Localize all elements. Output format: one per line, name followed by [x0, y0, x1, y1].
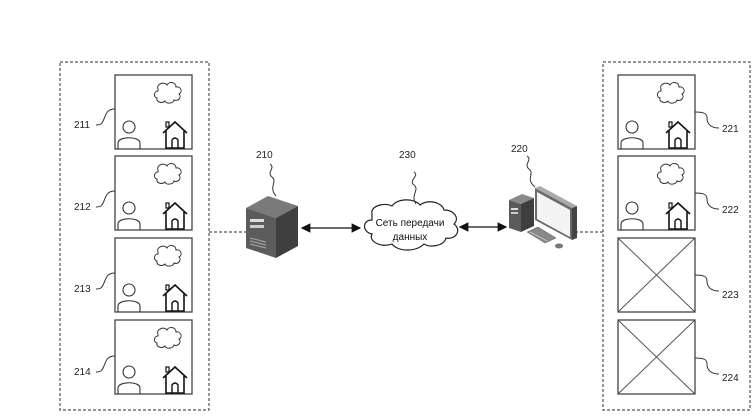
- ref-label-222: 222: [722, 205, 739, 216]
- ref-label-230: 230: [399, 150, 416, 161]
- ref-label-214: 214: [74, 367, 91, 378]
- frame-222: [617, 155, 696, 231]
- ref-label-211: 211: [74, 120, 90, 131]
- frame-214: [114, 319, 193, 395]
- leader-221: [694, 111, 720, 129]
- leader-223: [694, 274, 720, 292]
- ref-label-223: 223: [722, 290, 739, 301]
- ref-label-213: 213: [74, 284, 91, 295]
- leader-222: [694, 192, 720, 210]
- ref-label-212: 212: [74, 202, 91, 213]
- leader-211: [95, 108, 116, 126]
- right-frame-group: [602, 61, 751, 411]
- leader-213: [95, 272, 116, 290]
- leader-210: [269, 163, 277, 197]
- network-label-line2: данных: [393, 232, 428, 243]
- frame-212: [114, 155, 193, 231]
- ref-label-220: 220: [511, 144, 528, 155]
- leader-224: [694, 357, 720, 375]
- frame-224: [617, 319, 696, 395]
- ref-label-210: 210: [256, 150, 273, 161]
- left-frame-group: [59, 61, 210, 411]
- frame-221: [617, 74, 696, 150]
- server-icon: [246, 196, 298, 258]
- ref-label-221: 221: [722, 124, 739, 135]
- frame-211: [114, 74, 193, 150]
- leader-212: [95, 190, 116, 208]
- frame-213: [114, 237, 193, 313]
- ref-label-224: 224: [722, 373, 739, 384]
- cloud-icon: [363, 199, 459, 251]
- leader-230: [411, 171, 417, 205]
- network-label-line1: Сеть передачи: [376, 218, 445, 229]
- leader-220: [526, 155, 536, 188]
- desktop-computer-icon: [509, 186, 577, 249]
- frame-223: [617, 237, 696, 313]
- leader-214: [95, 355, 116, 373]
